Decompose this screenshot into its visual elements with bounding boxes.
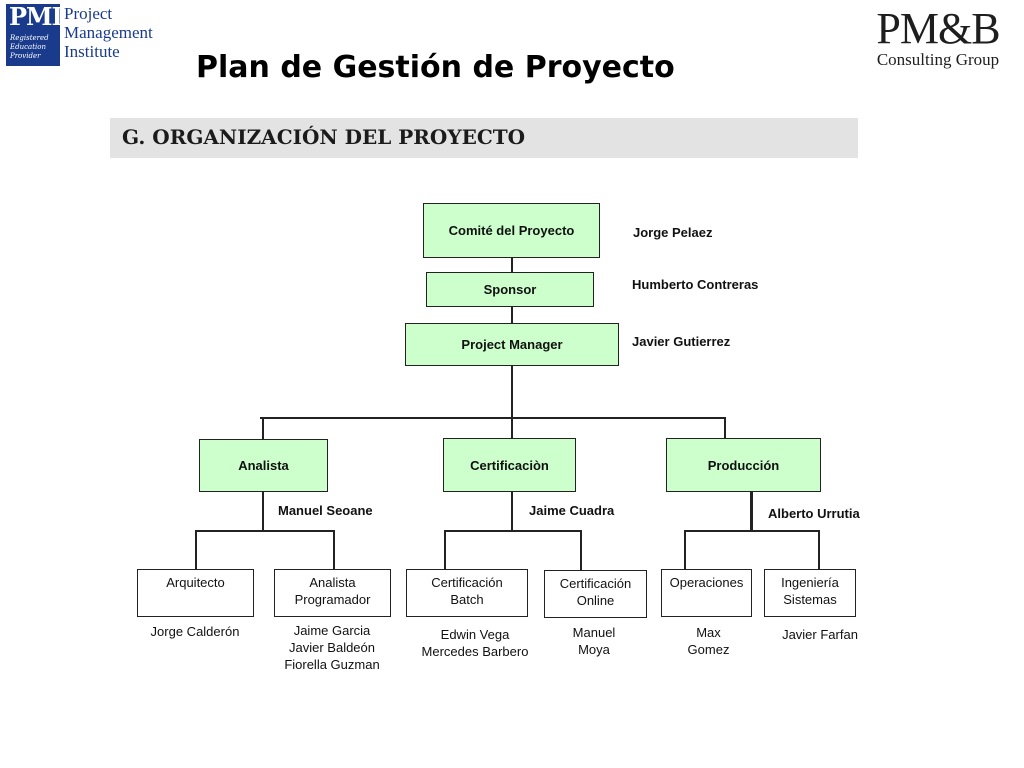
org-box-label-line-2: Programador [294,592,371,607]
connector-line [262,492,264,530]
person-line: Jorge Calderón [150,624,240,639]
connector-line [444,530,582,532]
org-box-sponsor: Sponsor [426,272,594,307]
person-project-manager: Javier Gutierrez [632,334,731,349]
org-box-label: Operaciones [669,575,744,590]
connector-line [511,418,513,438]
connector-line [195,530,335,532]
page-title: Plan de Gestión de Proyecto [196,50,675,85]
person-arquitecto: Jorge Calderón [125,623,265,640]
person-analista: Manuel Seoane [278,503,373,518]
connector-line [333,530,335,569]
pmi-word-1: Project [64,4,113,23]
org-box-produccion: Producción [666,438,821,492]
org-box-certificacion-batch: Certificación Batch [406,569,528,617]
org-box-label-line-1: Certificación [559,576,632,591]
section-title: G. ORGANIZACIÓN DEL PROYECTO [122,125,526,149]
org-box-label-line-1: Analista [309,575,356,590]
pmi-mark-text: PMI [9,2,63,31]
pmi-logo: PMI Registered Education Provider Projec… [6,2,153,68]
person-line: Gomez [687,642,730,657]
connector-line [260,417,726,419]
person-ingenieria-sistemas: Javier Farfan [760,626,880,643]
connector-line [750,492,753,530]
connector-line [511,307,513,323]
person-certificacion: Jaime Cuadra [529,503,615,518]
connector-line [684,530,686,569]
org-box-label: Certificaciòn [470,457,549,473]
person-sponsor: Humberto Contreras [632,277,759,292]
pmi-word-3: Institute [64,42,120,61]
connector-line [684,530,820,532]
section-bar: G. ORGANIZACIÓN DEL PROYECTO [110,118,858,158]
person-line: Javier Baldeón [289,640,375,655]
org-box-label-line-1: Ingeniería [781,575,839,590]
org-box-label: Sponsor [483,282,537,297]
pmi-logo-words: Project Management Institute [64,4,154,61]
person-analista-programador: Jaime Garcia Javier Baldeón Fiorella Guz… [262,622,402,673]
person-committee: Jorge Pelaez [633,225,713,240]
connector-line [724,418,726,438]
org-box-ingenieria-sistemas: Ingeniería Sistemas [764,569,856,617]
connector-line [195,530,197,569]
org-box-label: Project Manager [461,337,563,352]
connector-line [580,530,582,570]
pmi-logo-mark: PMI Registered Education Provider [6,2,63,66]
pmi-mark-small-3: Provider [10,52,41,60]
org-box-analista-programador: Analista Programador [274,569,391,617]
person-line: Fiorella Guzman [284,657,380,672]
person-line: Max [696,625,721,640]
person-certificacion-batch: Edwin Vega Mercedes Barbero [400,626,550,660]
org-box-analista: Analista [199,439,328,492]
org-box-certificacion-online: Certificación Online [544,570,647,618]
pmb-logo: PM&B Consulting Group [858,6,1018,72]
org-box-label: Producción [707,457,780,473]
person-line: Moya [578,642,610,657]
person-produccion: Alberto Urrutia [768,506,860,521]
org-box-label-line-2: Batch [450,592,484,607]
pmi-mark-small-2: Education [10,43,46,51]
org-box-arquitecto: Arquitecto [137,569,254,617]
person-line: Edwin Vega [440,627,510,642]
pmi-word-2: Management [64,23,153,42]
org-box-operaciones: Operaciones [661,569,752,617]
org-box-certificacion: Certificaciòn [443,438,576,492]
connector-line [511,492,513,530]
org-box-label: Analista [238,458,289,473]
org-box-label-line-2: Online [576,593,615,608]
person-line: Javier Farfan [782,627,858,642]
connector-line [818,530,820,569]
connector-line [262,418,264,439]
connector-line [511,366,513,418]
org-box-committee: Comité del Proyecto [423,203,600,258]
org-box-label: Comité del Proyecto [448,223,575,238]
pmi-mark-small-1: Registered [10,34,49,42]
org-box-label-line-2: Sistemas [783,592,837,607]
pmb-logo-title: PM&B [876,4,1000,53]
person-line: Jaime Garcia [293,623,371,638]
org-box-label-line-1: Certificación [431,575,503,590]
person-operaciones: Max Gomez [661,624,756,658]
connector-line [444,530,446,569]
pmb-logo-subtitle: Consulting Group [876,50,1000,69]
person-certificacion-online: Manuel Moya [544,624,644,658]
org-box-label: Arquitecto [166,575,225,590]
org-box-project-manager: Project Manager [405,323,619,366]
connector-line [511,258,513,272]
person-line: Manuel [572,625,616,640]
person-line: Mercedes Barbero [421,644,529,659]
